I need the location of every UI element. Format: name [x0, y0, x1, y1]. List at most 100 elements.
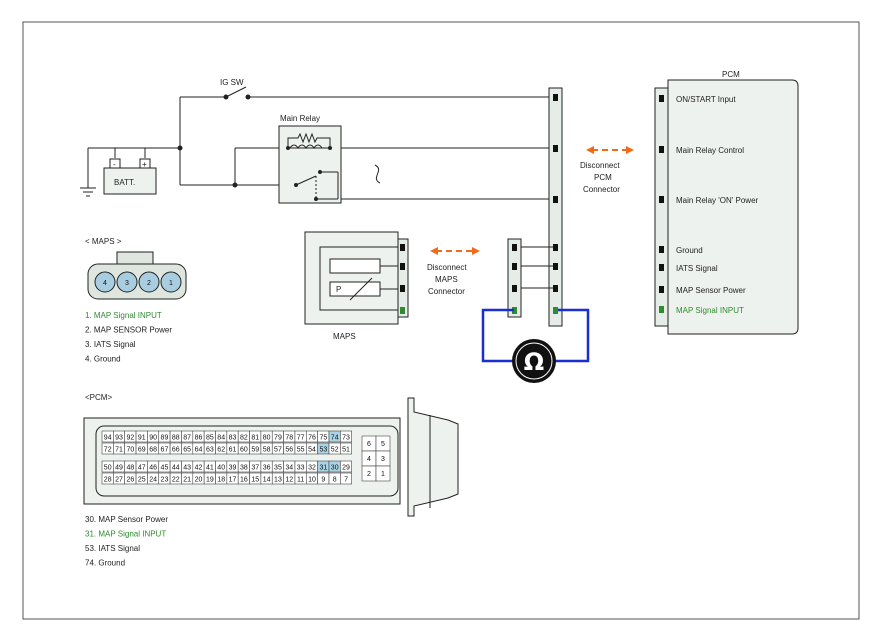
maps-p-label: P — [336, 285, 341, 294]
pcm-connector-pin-number: 49 — [115, 465, 123, 472]
pcm-connector-pin-number: 30 — [331, 465, 339, 472]
pcm-connector-pin-number: 21 — [183, 477, 191, 484]
pcm-legend-item: 31. MAP Signal INPUT — [85, 530, 166, 539]
maps-legend-item: 2. MAP SENSOR Power — [85, 326, 172, 335]
pcm-connector-pin-number: 55 — [297, 447, 305, 454]
pcm-connector-pin-number: 26 — [127, 477, 135, 484]
disconnect-maps-arrow-icon — [430, 247, 480, 255]
pcm-connector-pin-number: 89 — [161, 435, 169, 442]
pcm-connector-pin-number: 11 — [297, 477, 304, 484]
maps-legend-item: 1. MAP Signal INPUT — [85, 311, 162, 320]
disconnect-maps-line-2: MAPS — [435, 275, 458, 284]
main-relay-label: Main Relay — [280, 114, 320, 123]
pcm-connector-pin-number: 51 — [342, 447, 350, 454]
pcm-connector-pin-number: 80 — [263, 435, 271, 442]
pcm-connector-pin-number: 68 — [149, 447, 157, 454]
pcm-connector-pin-number: 15 — [251, 477, 259, 484]
maps-connector-pin-number: 2 — [147, 280, 151, 287]
pcm-connector-pin-number: 91 — [138, 435, 146, 442]
disconnect-pcm-line-2: PCM — [594, 173, 612, 182]
pcm-pin-label: Main Relay Control — [676, 146, 744, 155]
maps-connector-pin — [116, 271, 138, 293]
pcm-connector-pin-number: 36 — [263, 465, 271, 472]
pcm-connector-pin-number: 76 — [308, 435, 316, 442]
pcm-connector-pin-number: 79 — [274, 435, 282, 442]
pcm-connector-pin-number: 16 — [240, 477, 248, 484]
pcm-connector-pin-number: 17 — [229, 477, 237, 484]
pcm-connector-pin-number: 35 — [274, 465, 282, 472]
pcm-small-pin-number: 1 — [381, 471, 385, 478]
pcm-connector-pin-number: 56 — [285, 447, 293, 454]
pcm-small-pin-number: 3 — [381, 456, 385, 463]
pcm-connector-pin-number: 22 — [172, 477, 180, 484]
ohmmeter-loop: Ω — [481, 308, 590, 383]
pcm-connector-pin-number: 66 — [172, 447, 180, 454]
pcm-connector-pin-number: 31 — [319, 465, 327, 472]
pcm-connector-pin — [340, 460, 353, 473]
battery: - + BATT. — [103, 158, 157, 195]
battery-label: BATT. — [114, 178, 135, 187]
pcm-legend-item: 30. MAP Sensor Power — [85, 515, 168, 524]
maps-connector-pin — [138, 271, 160, 293]
maps-connector-title: < MAPS > — [85, 237, 122, 246]
pcm-connector-pin-number: 81 — [251, 435, 259, 442]
maps-connector-pin-number: 4 — [103, 280, 107, 287]
pcm-connector-pin-number: 62 — [217, 447, 225, 454]
pcm-connector-pin-number: 9 — [321, 477, 325, 484]
pcm-connector-pin-number: 47 — [138, 465, 146, 472]
pcm-connector-pin-number: 46 — [149, 465, 157, 472]
pcm-connector-pin-number: 59 — [251, 447, 259, 454]
pcm-connector-pin-number: 8 — [333, 477, 337, 484]
pcm-pin-label: Main Relay 'ON' Power — [676, 196, 759, 205]
maps-connector-pin — [160, 271, 182, 293]
pcm-connector-pin-number: 67 — [161, 447, 169, 454]
pcm-connector-pin-number: 28 — [104, 477, 112, 484]
pcm-small-pin-number: 4 — [367, 456, 371, 463]
pcm-connector-pin-number: 19 — [206, 477, 214, 484]
pcm-connector-pin-number: 64 — [195, 447, 203, 454]
pcm-connector-pin-number: 82 — [240, 435, 248, 442]
pcm-pin-label: MAP Signal INPUT — [676, 306, 744, 315]
maps-connector-pin-number: 1 — [169, 280, 173, 287]
maps-legend-item: 4. Ground — [85, 355, 121, 364]
diagram-frame — [22, 21, 860, 620]
maps-label: MAPS — [333, 332, 356, 341]
pcm-connector-pin-number: 69 — [138, 447, 146, 454]
pcm-pin-marker — [659, 246, 664, 253]
disconnect-pcm-line-1: Disconnect — [580, 161, 620, 170]
pcm-connector-pin-number: 24 — [149, 477, 157, 484]
pcm-connector-pin-number: 20 — [195, 477, 203, 484]
ig-sw-label: IG SW — [220, 78, 244, 87]
disconnect-maps-line-1: Disconnect — [427, 263, 467, 272]
pcm-connector-pin-number: 12 — [285, 477, 293, 484]
pcm-connector-pin — [340, 472, 353, 485]
pcm-connector-pin — [340, 442, 353, 455]
ohm-icon: Ω — [524, 348, 544, 376]
pcm-connector-pin-number: 71 — [115, 447, 123, 454]
pcm-connector-pin-number: 57 — [274, 447, 282, 454]
pcm-connector-pin-number: 39 — [229, 465, 237, 472]
ignition-switch: IG SW — [220, 78, 251, 100]
pcm-connector-pin-number: 7 — [344, 477, 348, 484]
pcm-connector-pin-number: 90 — [149, 435, 157, 442]
pcm-connector-pin-number: 18 — [217, 477, 225, 484]
pcm-connector-pin-number: 77 — [297, 435, 305, 442]
pcm-connector-pin-number: 54 — [308, 447, 316, 454]
pcm-connector-pin-number: 41 — [206, 465, 214, 472]
power-circuit — [80, 96, 555, 200]
maps-legend-item: 3. IATS Signal — [85, 340, 136, 349]
pcm-connector-pin-number: 84 — [217, 435, 225, 442]
pcm-small-pin — [375, 465, 391, 482]
maps-connector-pin — [94, 271, 116, 293]
pcm-connector-pin-number: 78 — [285, 435, 293, 442]
pcm-pin-marker — [659, 146, 664, 153]
pcm-pin-marker — [659, 286, 664, 293]
pcm-connector-pin-number: 42 — [195, 465, 203, 472]
pcm-connector-pin-number: 14 — [263, 477, 271, 484]
pcm-connector-pin-number: 75 — [319, 435, 327, 442]
pcm-connector-pin-number: 87 — [183, 435, 191, 442]
